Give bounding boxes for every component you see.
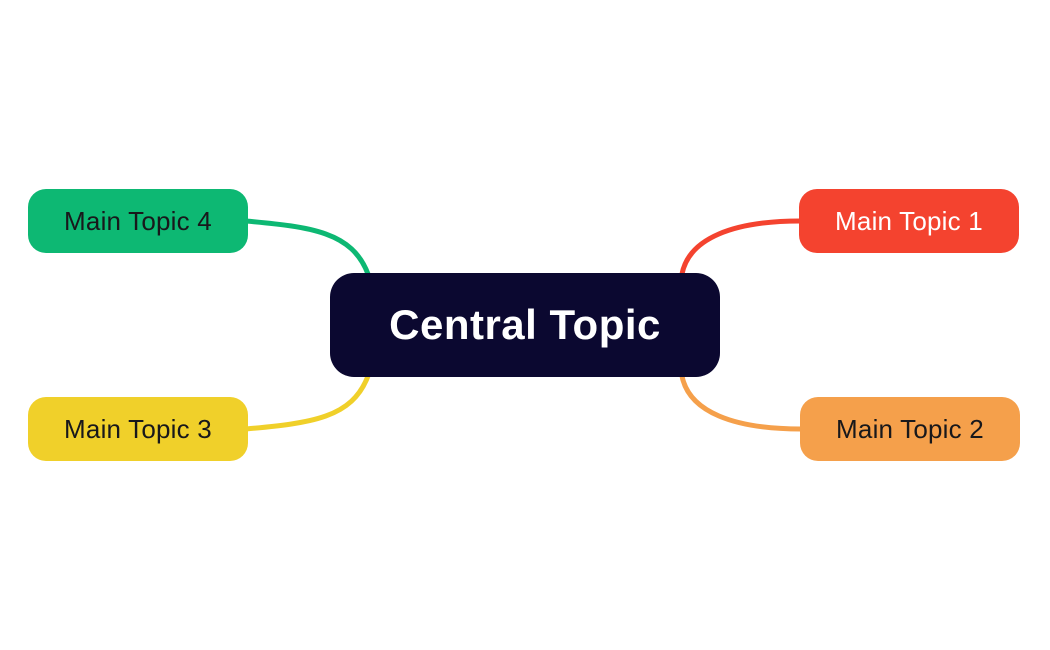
main-topic-4-node[interactable]: Main Topic 4 xyxy=(28,189,248,253)
connector-main-topic-1 xyxy=(679,218,803,277)
main-topic-1-node[interactable]: Main Topic 1 xyxy=(799,189,1019,253)
main-topic-2-label: Main Topic 2 xyxy=(836,413,984,444)
main-topic-2-node[interactable]: Main Topic 2 xyxy=(800,397,1020,461)
main-topic-3-label: Main Topic 3 xyxy=(64,413,212,444)
central-topic-label: Central Topic xyxy=(389,301,661,348)
main-topic-1-label: Main Topic 1 xyxy=(835,205,983,236)
main-topic-3-node[interactable]: Main Topic 3 xyxy=(28,397,248,461)
connector-main-topic-2 xyxy=(679,373,804,432)
central-topic-node[interactable]: Central Topic xyxy=(330,273,720,377)
connector-main-topic-4 xyxy=(243,218,371,277)
connector-main-topic-3 xyxy=(243,373,371,432)
main-topic-4-label: Main Topic 4 xyxy=(64,205,212,236)
